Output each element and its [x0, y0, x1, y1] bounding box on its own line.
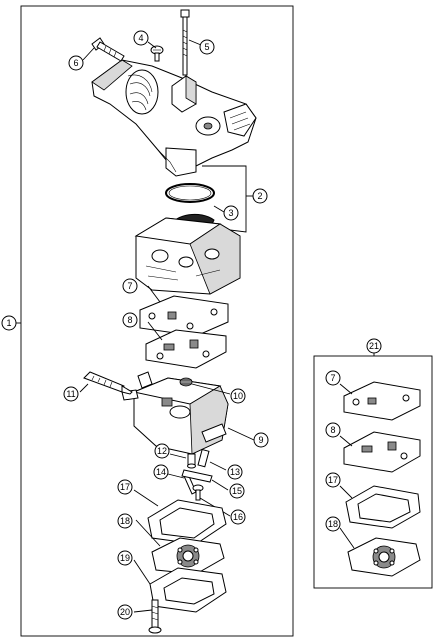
o-ring-2	[165, 183, 215, 203]
callout-label: 7	[127, 281, 132, 291]
callout-13: 13	[227, 464, 243, 480]
callout-label: 18	[120, 516, 130, 526]
callout-label: 19	[120, 553, 130, 563]
callout-8: 8	[122, 312, 138, 328]
callout-14: 14	[153, 464, 169, 480]
callout-label: 15	[232, 486, 242, 496]
lever-15	[181, 469, 213, 483]
kit-gasket-7	[343, 381, 421, 421]
kit-callout-8: 8	[325, 422, 341, 438]
callout-1: 1	[1, 315, 17, 331]
callout-label: 17	[120, 482, 130, 492]
gasket-7	[139, 295, 229, 337]
callout-12: 12	[154, 443, 170, 459]
callout-label: 13	[230, 467, 240, 477]
diaphragm-8	[145, 329, 227, 369]
callout-label: 20	[120, 607, 130, 617]
callout-3: 3	[223, 205, 239, 221]
callout-label: 10	[233, 391, 243, 401]
callout-9: 9	[253, 432, 269, 448]
callout-label: 11	[66, 389, 75, 399]
callout-4: 4	[133, 30, 149, 46]
callout-10: 10	[230, 388, 246, 404]
callout-label: 4	[138, 33, 143, 43]
callout-2: 2	[252, 188, 268, 204]
callout-label: 21	[369, 341, 379, 351]
callout-11: 11	[63, 386, 79, 402]
long-screw-5	[180, 9, 190, 76]
callout-18: 18	[117, 513, 133, 529]
pump-body-9	[121, 371, 229, 455]
kit-callout-7: 7	[325, 370, 341, 386]
callout-6: 6	[68, 55, 84, 71]
spring-10	[179, 377, 193, 387]
gasket-17	[147, 499, 227, 545]
callout-17: 17	[117, 479, 133, 495]
screw-16	[192, 484, 204, 501]
callout-7: 7	[122, 278, 138, 294]
small-screw-4	[150, 45, 164, 62]
callout-label: 5	[204, 42, 209, 52]
callout-label: 17	[328, 475, 338, 485]
throttle-housing	[91, 59, 257, 177]
fitting-13	[197, 448, 210, 468]
needle-11	[83, 371, 133, 395]
callout-label: 9	[258, 435, 263, 445]
callout-label: 2	[257, 191, 262, 201]
callout-16: 16	[230, 509, 246, 525]
callout-label: 1	[6, 318, 11, 328]
kit-diaphragm-18	[347, 537, 421, 577]
cover-19	[149, 567, 227, 613]
callout-5: 5	[199, 39, 215, 55]
kit-callout-17: 17	[325, 472, 341, 488]
callout-15: 15	[229, 483, 245, 499]
callout-label: 16	[233, 512, 243, 522]
callout-label: 7	[330, 373, 335, 383]
kit-diaphragm-8	[343, 431, 421, 473]
callout-19: 19	[117, 550, 133, 566]
callout-21: 21	[366, 338, 382, 354]
callout-20: 20	[117, 604, 133, 620]
kit-callout-18: 18	[325, 516, 341, 532]
main-assembly-frame	[20, 5, 294, 637]
callout-label: 14	[156, 467, 166, 477]
kit-gasket-17	[345, 485, 421, 529]
screw-20	[148, 599, 162, 634]
callout-label: 6	[73, 58, 78, 68]
callout-label: 8	[127, 315, 132, 325]
callout-label: 8	[330, 425, 335, 435]
diaphragm-18	[151, 537, 225, 575]
callout-label: 12	[157, 446, 167, 456]
callout-label: 3	[228, 208, 233, 218]
adjusting-screw-6	[91, 37, 125, 62]
repair-kit-frame	[313, 355, 433, 589]
callout-label: 18	[328, 519, 338, 529]
carburetor-body	[134, 217, 241, 295]
plug-12	[187, 453, 196, 469]
